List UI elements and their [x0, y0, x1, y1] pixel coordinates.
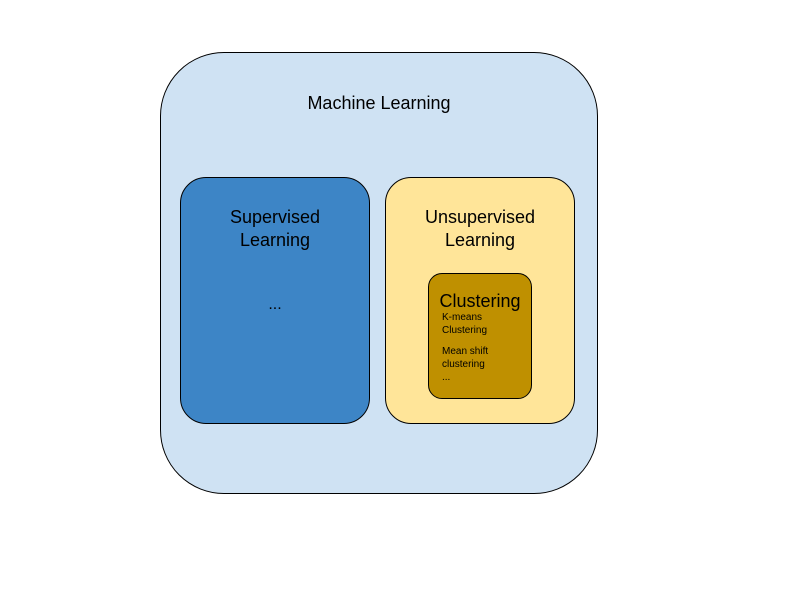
supervised-learning-region: Supervised Learning ... [180, 177, 370, 424]
unsupervised-learning-label: Unsupervised Learning [424, 207, 536, 250]
clustering-label: Clustering [439, 291, 521, 311]
clustering-methods-list: K-means Clustering Mean shift clustering… [442, 311, 488, 384]
clustering-method-kmeans: K-means Clustering [442, 312, 488, 336]
machine-learning-label: Machine Learning [307, 93, 451, 113]
clustering-method-ellipsis: ... [442, 372, 451, 383]
supervised-learning-label: Supervised Learning [229, 207, 321, 250]
clustering-method-mean-shift: Mean shift clustering [442, 346, 489, 370]
clustering-region: Clustering K-means Clustering Mean shift… [428, 273, 532, 399]
supervised-learning-ellipsis: ... [268, 296, 282, 313]
